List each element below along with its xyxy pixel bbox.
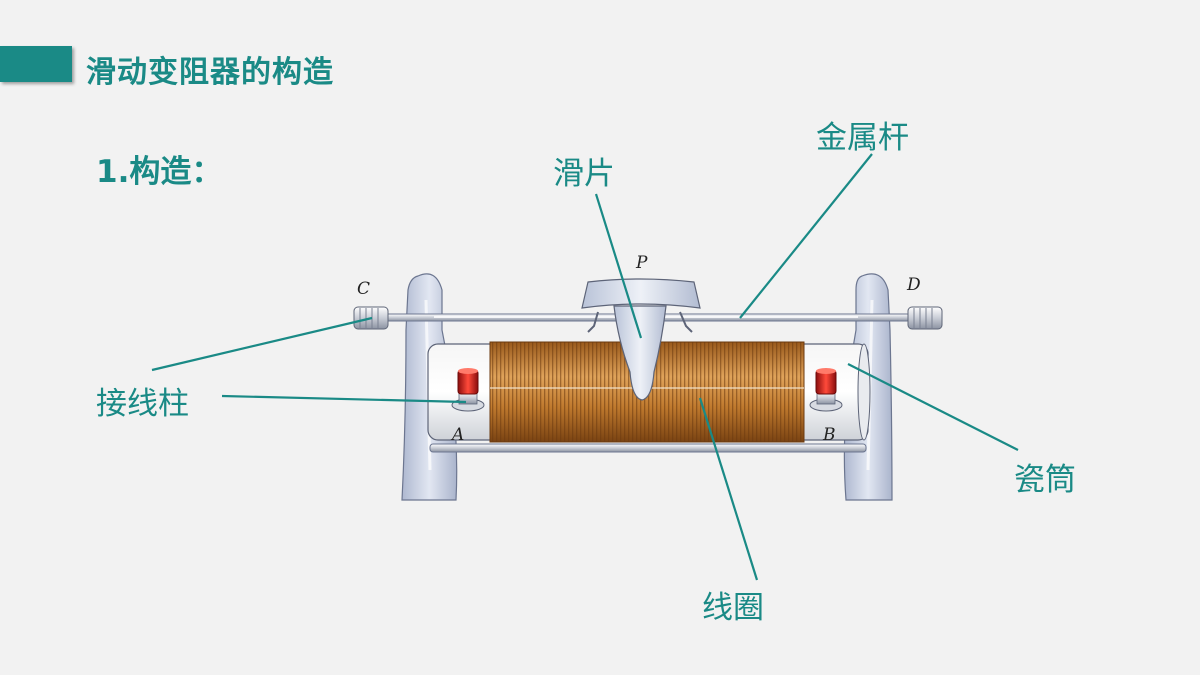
leader-metal-rod [739,153,873,319]
label-terminal-b: B [822,425,836,445]
leader-coil [698,397,759,581]
callout-binding-post: 接线柱 [96,386,189,422]
leader-binding-post-a [221,394,467,404]
terminal-nut-d [907,306,943,330]
page-title: 滑动变阻器的构造 [86,55,334,90]
label-terminal-c: C [357,279,370,299]
callout-porcelain-tube: 瓷筒 [1014,462,1076,498]
leader-binding-post-c [151,316,373,372]
callout-coil: 线圈 [702,590,764,626]
section-heading: 1.构造： [96,154,223,190]
leader-slider [594,193,643,339]
callout-metal-rod: 金属杆 [816,120,909,156]
binding-post-b [809,368,843,412]
base-rod [429,443,867,453]
title-accent-bar [0,46,72,82]
label-terminal-p: P [635,253,648,273]
callout-slider: 滑片 [553,156,615,192]
label-terminal-a: A [450,425,464,445]
leader-porcelain-tube [847,363,1019,451]
label-terminal-d: D [906,275,921,295]
slider [581,278,701,401]
